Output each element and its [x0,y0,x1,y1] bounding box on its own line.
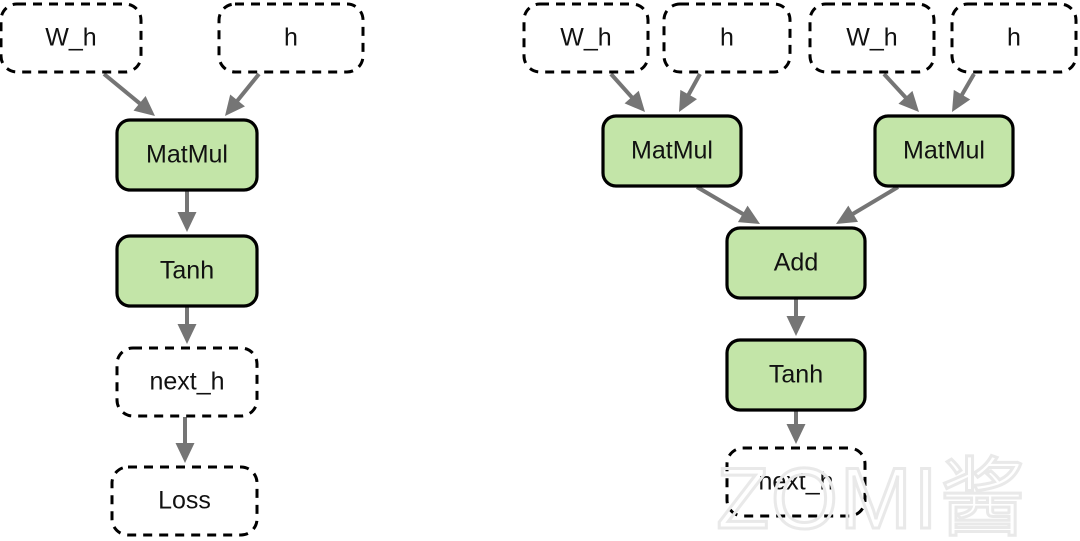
node-shape-l-h [217,2,365,74]
edge-layer [102,72,976,463]
node-shape-r-wh2 [808,2,936,74]
edge-r-matmul2-to-r-add [836,185,900,224]
edge-r-matmul1-to-r-add [695,185,760,224]
node-r-matmul1[interactable]: MatMul [601,114,743,188]
edge-l-h-to-l-matmul [225,72,261,116]
node-label-l-nexth: next_h [149,368,224,396]
node-label-l-tanh: Tanh [160,257,214,285]
edge-l-tanh-to-l-nexth [177,307,197,344]
edge-l-nexth-to-l-loss [175,417,195,463]
node-r-h1[interactable]: h [662,2,792,74]
node-label-l-matmul: MatMul [146,141,228,169]
node-label-r-wh1: W_h [560,24,611,52]
node-l-nexth[interactable]: next_h [115,346,259,418]
node-shape-l-loss [110,465,259,537]
node-shape-r-add [725,226,867,300]
node-l-matmul[interactable]: MatMul [115,118,259,192]
node-shape-r-matmul1 [601,114,743,188]
node-shape-r-wh1 [522,2,650,74]
node-label-r-matmul1: MatMul [631,137,713,165]
node-shape-l-tanh [115,234,259,308]
node-l-tanh[interactable]: Tanh [115,234,259,308]
node-shape-r-h1 [662,2,792,74]
node-r-tanh[interactable]: Tanh [725,338,867,412]
node-label-r-h1: h [720,24,734,52]
node-label-r-nexth: next_h [758,468,833,496]
node-l-wh[interactable]: W_h [0,2,143,74]
node-shape-r-tanh [725,338,867,412]
edge-r-wh2-to-r-matmul2 [882,72,919,112]
edge-r-h2-to-r-matmul2 [952,72,976,112]
node-label-r-h2: h [1007,24,1021,52]
node-shape-l-matmul [115,118,259,192]
edge-r-h1-to-r-matmul1 [679,73,702,112]
node-shape-r-nexth [725,446,867,518]
node-r-matmul2[interactable]: MatMul [873,114,1015,188]
node-label-r-matmul2: MatMul [903,137,985,165]
node-shape-r-matmul2 [873,114,1015,188]
node-label-l-h: h [284,24,298,52]
node-r-add[interactable]: Add [725,226,867,300]
edge-l-matmul-to-l-tanh [177,191,197,232]
node-label-l-wh: W_h [45,24,96,52]
node-label-r-add: Add [774,249,818,277]
edge-l-wh-to-l-matmul [102,72,155,116]
node-shape-l-nexth [115,346,259,418]
node-l-h[interactable]: h [217,2,365,74]
edge-r-add-to-r-tanh [786,299,806,336]
node-r-nexth[interactable]: next_h [725,446,867,518]
edge-r-wh1-to-r-matmul1 [609,72,645,112]
node-l-loss[interactable]: Loss [110,465,259,537]
node-label-r-wh2: W_h [846,24,897,52]
node-r-h2[interactable]: h [950,2,1078,74]
node-r-wh1[interactable]: W_h [522,2,650,74]
node-shape-r-h2 [950,2,1078,74]
node-r-wh2[interactable]: W_h [808,2,936,74]
node-label-l-loss: Loss [158,487,211,515]
edge-r-tanh-to-r-nexth [786,411,806,444]
watermark-zomi: ZOMI酱 [717,451,1028,541]
node-label-r-tanh: Tanh [769,361,823,389]
node-shape-l-wh [0,2,143,74]
